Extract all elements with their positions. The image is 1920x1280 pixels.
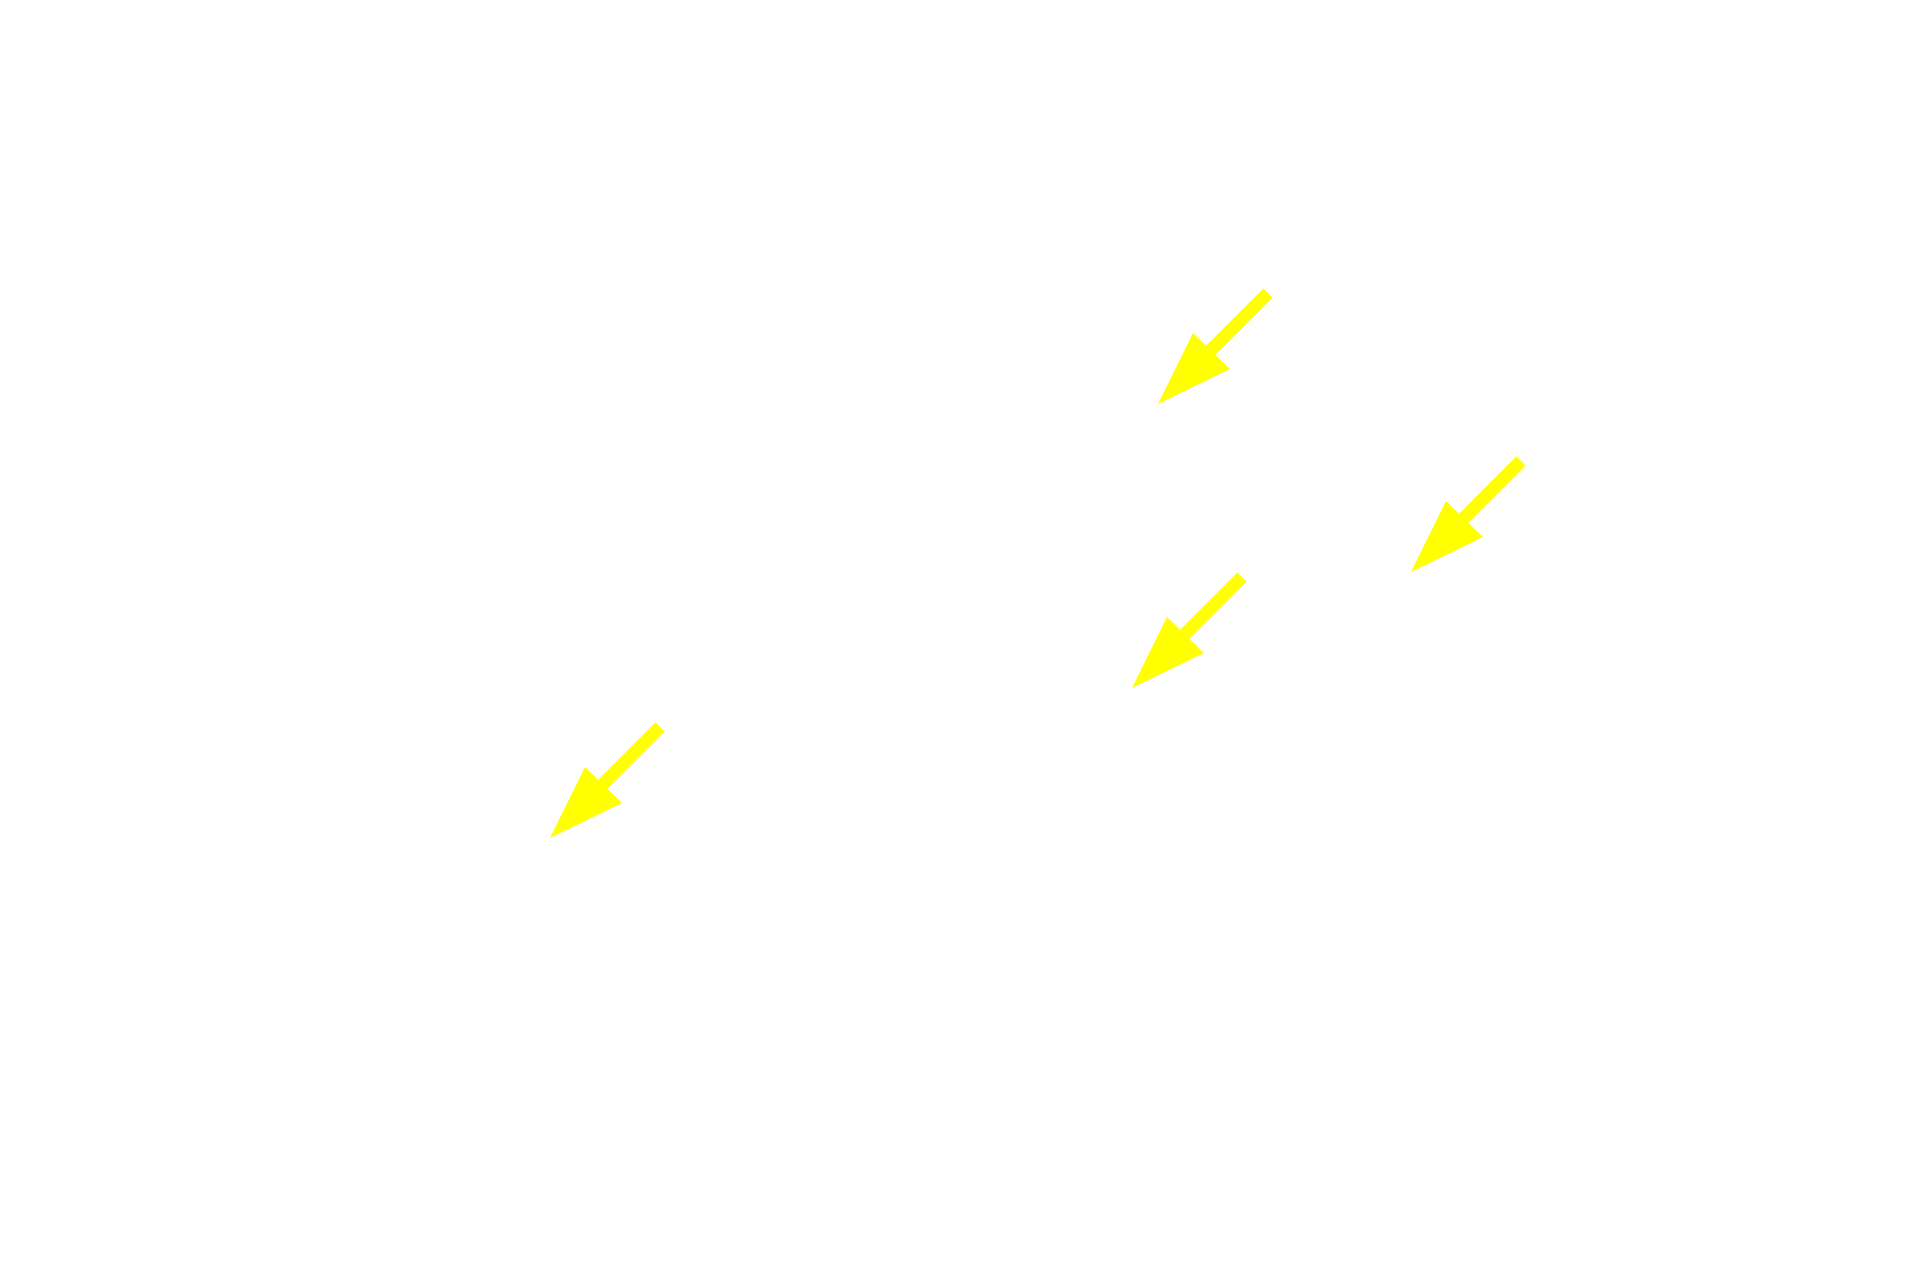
arrow-group — [550, 288, 1526, 838]
arrow-head — [1411, 501, 1483, 572]
arrow-down-left-icon — [550, 722, 665, 838]
arrow-down-left-icon — [1158, 288, 1273, 404]
arrow-down-left-icon — [1411, 456, 1526, 572]
arrow-down-left-icon — [1132, 572, 1247, 688]
arrow-head — [550, 767, 622, 838]
arrow-head — [1132, 617, 1204, 688]
arrow-head — [1158, 333, 1230, 404]
